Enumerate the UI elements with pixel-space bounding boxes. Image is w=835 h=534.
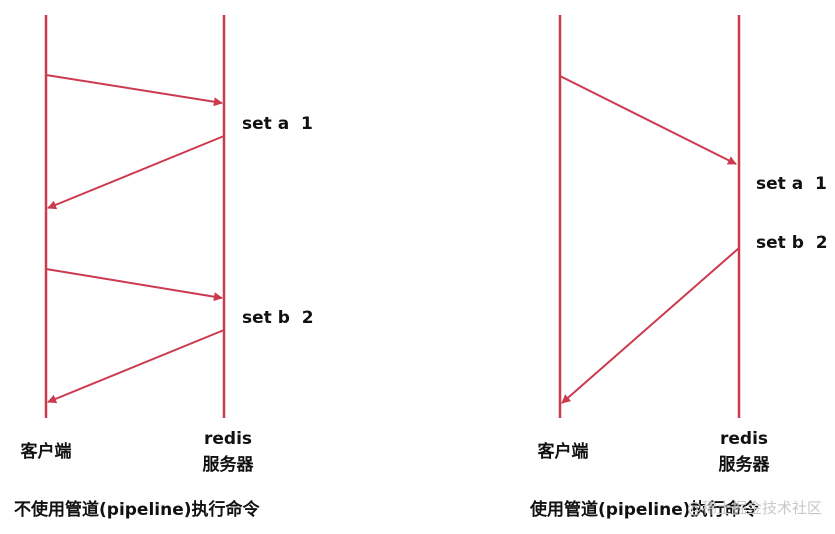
- left-request-arrow-1: [45, 74, 223, 107]
- left-cmd-1: set a 1: [242, 114, 313, 134]
- left-response-arrow-2: [47, 329, 225, 404]
- left-server-label-2: 服务器: [203, 454, 255, 475]
- left-cmd-2: set b 2: [242, 308, 314, 328]
- right-cmd-2: set b 2: [756, 233, 828, 253]
- watermark: @稀土掘金技术社区: [687, 499, 822, 517]
- right-server-label-1: redis: [720, 429, 768, 449]
- right-server-label-2: 服务器: [719, 454, 771, 475]
- left-response-arrow-1: [47, 135, 225, 210]
- left-client-label: 客户端: [20, 441, 72, 462]
- right-client-label: 客户端: [537, 441, 589, 462]
- right-cmd-1: set a 1: [756, 174, 827, 194]
- right-response-arrow: [561, 247, 740, 404]
- left-caption: 不使用管道(pipeline)执行命令: [14, 499, 261, 520]
- left-server-label-1: redis: [204, 429, 252, 449]
- left-request-arrow-2: [45, 268, 223, 302]
- right-caption: 使用管道(pipeline)执行命令: [529, 499, 760, 520]
- right-request-arrow: [559, 75, 737, 165]
